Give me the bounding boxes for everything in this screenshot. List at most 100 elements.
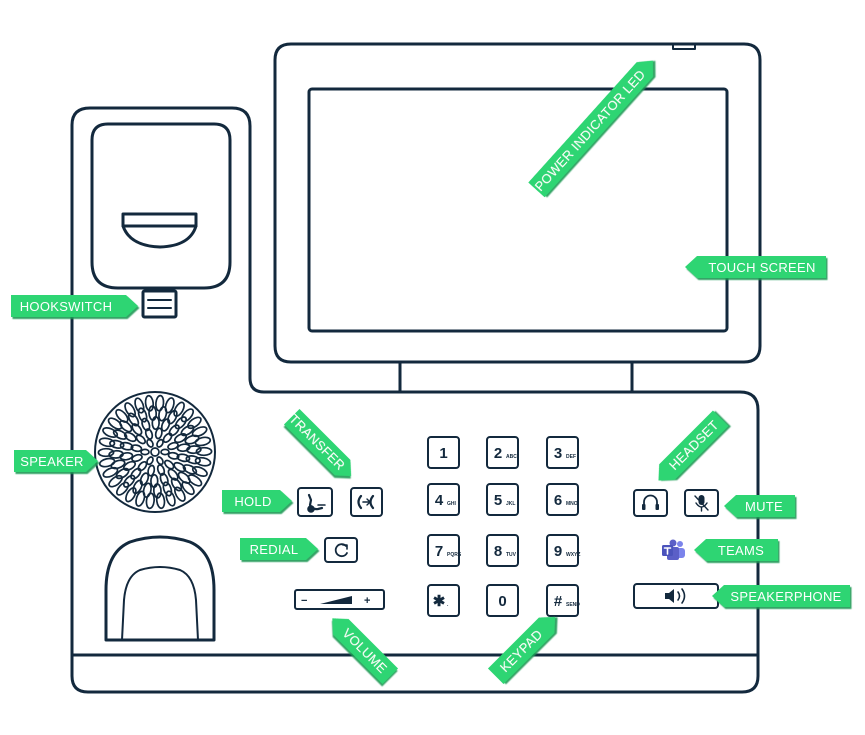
label-hold-text: HOLD [234,494,271,509]
keypad-key[interactable]: 0 [486,584,519,617]
keypad-key-letters: TUV [506,552,517,558]
speaker-hole [146,456,154,466]
touch-screen[interactable] [307,87,729,333]
speaker-hole [160,448,170,456]
label-headset-text: HEADSET [666,417,722,473]
speaker-hole [115,481,130,496]
keypad-key-frame [427,483,460,516]
speaker-hole [176,453,191,463]
label-speaker-text: SPEAKER [20,454,84,469]
speaker-hole [140,448,150,456]
keypad-key[interactable]: 1 [427,436,460,469]
keypad-key[interactable]: ✱. [427,584,460,617]
hookswitch[interactable] [141,289,178,319]
redial-icon [334,543,348,558]
speaker-hole [173,401,185,418]
speaker-hole [186,445,202,455]
speaker-hole [102,466,119,478]
speaker-hole [194,456,212,467]
speakerphone-button[interactable] [633,583,719,609]
speaker-hole [115,408,129,423]
speaker-hole [125,486,137,503]
display-frame [273,42,762,364]
speaker-hole [137,460,148,472]
label-touch-screen: TOUCH SCREEN [685,256,826,278]
power-indicator-led [672,43,696,50]
label-transfer: TRANSFER [283,408,352,477]
hold-button[interactable] [297,487,333,517]
speaker-hole [173,486,186,502]
label-volume: VOLUME [332,618,399,685]
teams-button[interactable] [660,537,690,565]
speaker-hole [108,474,123,488]
keypad-key-frame [427,534,460,567]
keypad-key-letters: . [447,602,449,608]
keypad-key-frame [427,584,460,617]
label-headset: HEADSET [658,410,729,481]
handset-rest [104,535,216,642]
keypad-key-frame [546,436,579,469]
label-keypad-text: KEYPAD [497,627,545,675]
speaker-hole [156,464,166,476]
keypad-key-digit: 7 [435,543,443,560]
speaker-hole [150,447,160,457]
label-volume-text: VOLUME [339,625,390,676]
volume-bar[interactable] [294,589,385,610]
keypad-key-frame [427,436,460,469]
speaker-hole [110,459,126,470]
speaker-hole [159,472,169,487]
speaker-hole [102,427,119,438]
label-hookswitch: HOOKSWITCH [11,295,138,317]
keypad-key-digit: 9 [554,543,562,560]
speaker-hole [191,426,208,438]
label-speakerphone: SPEAKERPHONE [712,585,850,607]
speaker-hole [145,492,156,510]
keypad-key-letters: DEF [566,454,576,460]
speaker-hole [162,432,173,444]
speaker-hole [164,397,175,414]
redial-button[interactable] [324,537,358,563]
headset-button[interactable] [633,489,668,517]
speaker-hole [122,474,136,488]
volume-minus: − [301,595,307,607]
speaker-hole [154,427,163,440]
speaker-hole [135,434,147,445]
speaker-hole [194,436,212,447]
speaker-hole [141,417,151,432]
speaker-hole [109,439,125,449]
keypad-key-letters: JKL [506,501,515,507]
transfer-button[interactable] [350,487,383,517]
speaker-hole [191,466,208,477]
keypad-key-digit: ✱ [433,593,446,610]
speaker-hole [135,490,146,507]
keypad-key-digit: 5 [494,492,502,509]
speakerphone-icon [665,588,686,604]
mute-button[interactable] [684,489,719,517]
keypad-key-letters: WXYZ [566,552,580,558]
keypad-key-letters: MNO [566,501,578,507]
speaker-hole [97,447,115,458]
keypad-key-digit: 0 [498,593,506,610]
speaker-hole [156,438,164,448]
speaker-hole [174,416,188,430]
speaker-hole [163,459,175,470]
speaker-hole [167,441,179,451]
keypad-key-digit: 8 [494,543,502,560]
speaker-hole [144,428,154,440]
speaker-grille [94,391,216,513]
speaker-hole [146,438,154,448]
label-teams-text: TEAMS [718,543,764,558]
speaker-hole [132,479,143,495]
speaker-hole [148,405,158,421]
keypad-key-digit: 2 [494,445,502,462]
keypad-key-frame [486,584,519,617]
keypad-key[interactable]: #SEND [546,584,580,617]
